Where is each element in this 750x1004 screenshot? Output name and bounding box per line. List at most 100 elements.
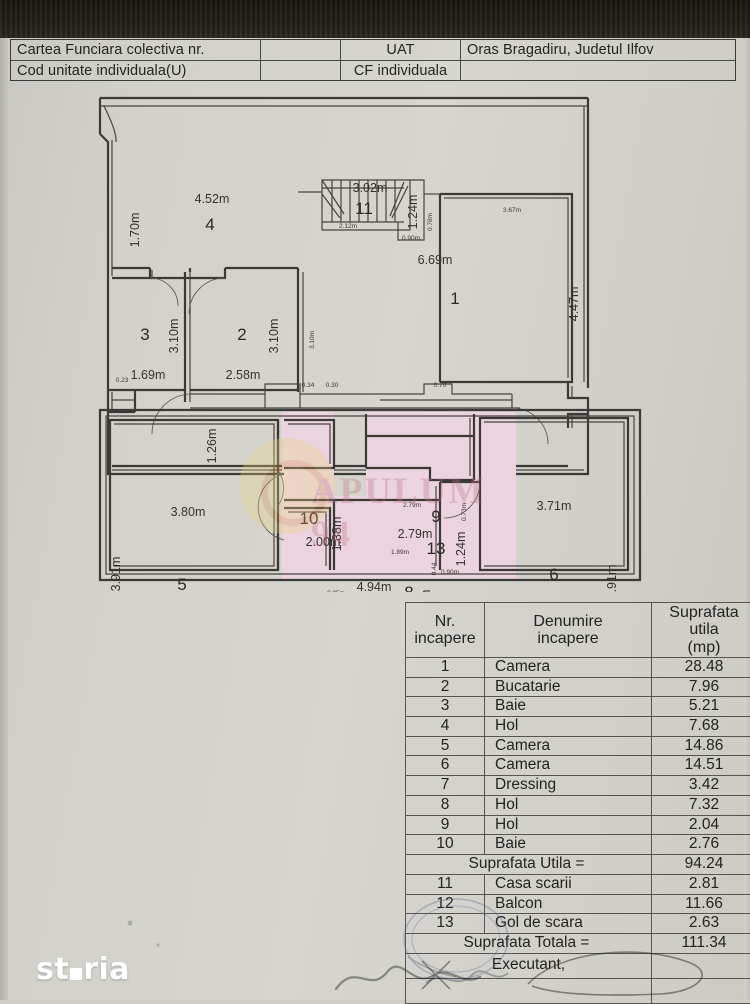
header-row-2: Cod unitate individuala(U) CF individual…	[11, 60, 735, 80]
cell-area: 2.81	[652, 874, 750, 894]
header-label-cf-individuala: CF individuala	[341, 61, 461, 80]
dim-2-79-a: 2.79m	[403, 502, 421, 509]
room-number-10: 10	[300, 509, 319, 528]
cell-nr: 3	[406, 697, 485, 717]
room-number-11: 11	[355, 199, 373, 218]
header-label-cod-unitate: Cod unitate individuala(U)	[11, 61, 261, 80]
dim-0-44: 0.44	[431, 562, 438, 575]
room-number-8: 8	[404, 583, 413, 592]
subtotal-area: 94.24	[652, 855, 750, 875]
th-nr-line1: Nr.	[435, 613, 455, 630]
executant-area-blank	[652, 953, 750, 978]
th-nr-line2: incapere	[414, 630, 475, 647]
subtotal-row: Suprafata Utila = 94.24	[406, 855, 750, 875]
dim-3-10-c: 3.10m	[309, 331, 316, 349]
dim-0-34: 0.34	[302, 382, 315, 389]
cell-name: Bucatarie	[485, 677, 652, 697]
cell-name: Dressing	[485, 776, 652, 796]
room-number-1: 1	[450, 289, 459, 308]
cell-nr: 13	[406, 914, 485, 934]
room-number-9: 9	[431, 507, 440, 526]
dim-0-90-u: 0.90m	[402, 235, 420, 242]
dim-1-70: 1.70m	[128, 213, 142, 248]
dim-1-38: 1.38m	[330, 517, 344, 552]
dim-3-71: 3.71m	[537, 499, 572, 513]
cell-nr: 7	[406, 776, 485, 796]
dim-2-58: 2.58m	[226, 368, 261, 382]
cell-area: 11.66	[652, 894, 750, 914]
dim-0-30: 0.30	[326, 382, 339, 389]
dim-1-69: 1.69m	[131, 368, 166, 382]
th-area-line1: Suprafata utila	[669, 604, 738, 638]
cell-area: 7.96	[652, 677, 750, 697]
dim-3-80: 3.80m	[171, 505, 206, 519]
dim-1-89: 1.89m	[391, 549, 409, 556]
cell-name: Balcon	[485, 894, 652, 914]
dim-3-10-a: 3.10m	[167, 319, 181, 354]
cell-name: Gol de scara	[485, 914, 652, 934]
dim-3-91-a: 3.91m	[109, 557, 123, 592]
room-number-6: 6	[549, 565, 558, 584]
dim-3-10-b: 3.10m	[267, 319, 281, 354]
dim-4-52: 4.52m	[195, 192, 230, 206]
cell-area: 14.51	[652, 756, 750, 776]
dim-0-78: 0.78m	[427, 213, 434, 231]
cadastral-header-table: Cartea Funciara colectiva nr. UAT Oras B…	[10, 39, 736, 81]
th-name-line2: incapere	[537, 630, 598, 647]
fill-corridor	[490, 412, 516, 580]
header-value-cf-individuala	[461, 61, 735, 80]
cell-nr: 12	[406, 894, 485, 914]
cell-nr: 10	[406, 835, 485, 855]
room-number-2: 2	[237, 325, 246, 344]
room-number-4: 4	[205, 215, 214, 234]
photo-top-dark-band	[0, 0, 750, 38]
cell-nr: 11	[406, 874, 485, 894]
cell-area: 14.86	[652, 736, 750, 756]
cell-name: Camera	[485, 756, 652, 776]
dim-1-24-l: 1.24m	[454, 532, 468, 567]
cell-nr: 4	[406, 717, 485, 737]
cell-nr: 9	[406, 815, 485, 835]
header-label-uat: UAT	[341, 40, 461, 60]
storia-square-glyph	[70, 968, 82, 980]
cell-area: 7.68	[652, 717, 750, 737]
th-area: Suprafata utila (mp)	[652, 603, 750, 658]
dim-1-24: 1.24m	[406, 195, 420, 230]
cell-name: Casa scarii	[485, 874, 652, 894]
cell-nr: 2	[406, 677, 485, 697]
subtotal-label: Suprafata Utila =	[406, 855, 652, 875]
cell-name: Hol	[485, 815, 652, 835]
header-value-uat: Oras Bragadiru, Judetul Ilfov	[461, 40, 735, 60]
dim-2-38: 2.38m	[419, 590, 433, 592]
dim-4-94: 4.94m	[357, 580, 392, 592]
cell-area: 5.21	[652, 697, 750, 717]
table-header-row: Nr. incapere Denumire incapere Suprafata…	[406, 603, 750, 658]
executant-label: Executant,	[406, 953, 652, 978]
cell-area: 3.42	[652, 776, 750, 796]
dim-0-23: 0.23	[116, 377, 129, 384]
cell-area: 2.04	[652, 815, 750, 835]
cell-nr: 5	[406, 736, 485, 756]
header-value-cartea-funciara	[261, 40, 341, 60]
dim-4-47: 4.47m	[567, 287, 581, 322]
dim-3-91-b: 3.91m	[605, 565, 619, 592]
total-row: Suprafata Totala = 111.34	[406, 934, 750, 954]
cell-name: Hol	[485, 795, 652, 815]
cell-nr: 8	[406, 795, 485, 815]
dim-3-02: 3.02m	[353, 181, 388, 195]
executant-row: Executant,	[406, 953, 750, 978]
dim-0-73: 0.73m	[461, 503, 468, 521]
dim-1-26: 1.26m	[205, 429, 219, 464]
th-nr: Nr. incapere	[406, 603, 485, 658]
room-number-3: 3	[140, 325, 149, 344]
dim-2-12: 2.12m	[339, 223, 357, 230]
